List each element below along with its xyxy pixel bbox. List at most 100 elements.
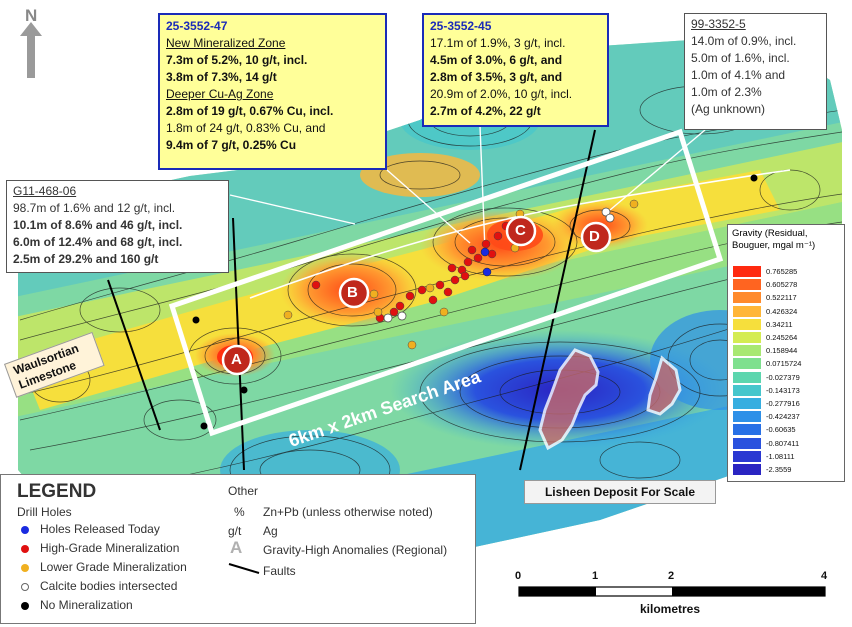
gravity-swatch <box>733 292 761 304</box>
callout-hole-45: 25-3552-45 17.1m of 1.9%, 3 g/t, incl. 4… <box>422 13 609 127</box>
white-dot-icon <box>21 582 29 591</box>
gravity-value: 0.245264 <box>766 333 798 342</box>
trend-line <box>249 169 791 299</box>
anomaly-label-b: B <box>347 284 358 301</box>
scale-tick-2: 2 <box>668 570 675 582</box>
legend-item-label: Lower Grade Mineralization <box>40 560 187 574</box>
gravity-legend-row: -0.424237 <box>733 411 843 423</box>
legend-title: LEGEND <box>17 481 97 502</box>
gravity-value: 0.426324 <box>766 306 798 316</box>
gravity-legend-row: -0.027379 <box>733 371 843 383</box>
gravity-value: -0.143173 <box>766 385 800 395</box>
gravity-value: 0.0715724 <box>766 359 802 369</box>
gravity-value: 0.605278 <box>766 280 798 290</box>
gravity-swatch <box>733 398 761 409</box>
legend-pct-label: Zn+Pb (unless otherwise noted) <box>263 505 433 519</box>
callout-99-line5: (Ag unknown) <box>691 102 766 116</box>
gravity-legend-row: -0.60635 <box>733 424 843 436</box>
callout-47-zone2: Deeper Cu-Ag Zone <box>166 87 274 101</box>
gravity-swatch <box>733 384 761 396</box>
gravity-value: 0.34211 <box>766 319 793 329</box>
callout-g11-line4: 2.5m of 29.2% and 160 g/t <box>13 252 159 266</box>
legend-item-calcite: Calcite bodies intersected <box>21 579 177 593</box>
callout-hole-g11: G11-468-06 98.7m of 1.6% and 12 g/t, inc… <box>6 180 229 273</box>
callout-47-title: 25-3552-47 <box>166 19 228 33</box>
north-label: N <box>25 6 38 25</box>
gravity-swatch <box>733 371 761 383</box>
gravity-legend-row: -1.08111 <box>733 450 843 462</box>
legend-item-lower-grade: Lower Grade Mineralization <box>21 560 187 574</box>
callout-hole-99: 99-3352-5 14.0m of 0.9%, incl. 5.0m of 1… <box>684 13 827 130</box>
fault-line-icon <box>228 563 260 574</box>
faults <box>107 129 596 471</box>
gravity-legend-row: -0.143173 <box>733 384 843 396</box>
lisheen-label: Lisheen Deposit For Scale <box>524 480 716 504</box>
callout-g11-line1: 98.7m of 1.6% and 12 g/t, incl. <box>13 201 176 215</box>
legend-a-symbol: A <box>230 538 243 557</box>
callout-g11-line2: 10.1m of 8.6% and 46 g/t, incl. <box>13 218 183 232</box>
gravity-value: 0.522117 <box>766 293 797 303</box>
callout-45-line2: 4.5m of 3.0%, 6 g/t, and <box>430 53 563 67</box>
legend-other-title: Other <box>228 484 259 498</box>
gravity-legend-row: 0.245264 <box>733 332 843 343</box>
gravity-value: -0.027379 <box>766 372 800 382</box>
leader-lines <box>229 125 706 251</box>
gravity-swatch <box>733 266 761 277</box>
gravity-value: -1.08111 <box>766 451 795 461</box>
gravity-swatch <box>733 318 761 330</box>
red-dot-icon <box>21 544 29 553</box>
gravity-legend-row: -0.277916 <box>733 398 843 409</box>
gravity-legend-row: 0.426324 <box>733 305 843 317</box>
gravity-legend-row: -2.3559 <box>733 464 843 475</box>
gravity-value: -0.277916 <box>766 399 800 408</box>
callout-47-line1: 7.3m of 5.2%, 10 g/t, incl. <box>166 53 308 67</box>
callout-99-line3: 1.0m of 4.1% and <box>691 68 786 82</box>
callout-99-line4: 1.0m of 2.3% <box>691 85 762 99</box>
lisheen-deposit-outline <box>538 348 682 451</box>
scale-bar <box>518 586 826 597</box>
gravity-legend-row: -0.807411 <box>733 437 843 449</box>
anomaly-markers <box>221 215 612 376</box>
callout-45-line5: 2.7m of 4.2%, 22 g/t <box>430 104 541 118</box>
gravity-value: 0.158944 <box>766 346 798 356</box>
callout-g11-line3: 6.0m of 12.4% and 68 g/t, incl. <box>13 235 183 249</box>
gravity-swatch <box>733 450 761 462</box>
black-dot-icon <box>21 601 29 610</box>
gravity-legend-row: 0.34211 <box>733 318 843 330</box>
gravity-value: -0.60635 <box>766 425 796 435</box>
gravity-value: -0.807411 <box>766 438 800 448</box>
scale-unit: kilometres <box>640 602 701 616</box>
callout-99-line2: 5.0m of 1.6%, incl. <box>691 51 790 65</box>
gravity-swatch <box>733 358 761 370</box>
callout-47-line2: 3.8m of 7.3%, 14 g/t <box>166 70 277 84</box>
gravity-swatch <box>733 332 761 343</box>
legend-item-no-min: No Mineralization <box>21 598 133 612</box>
gravity-legend: Gravity (Residual, Bouguer, mgal m⁻¹) 0.… <box>727 224 845 482</box>
gravity-swatch <box>733 464 761 475</box>
gravity-value: -2.3559 <box>766 465 792 474</box>
legend-gt-symbol: g/t <box>228 524 242 538</box>
legend-gt-label: Ag <box>263 524 278 538</box>
legend-item-label: High-Grade Mineralization <box>40 541 180 555</box>
gravity-legend-row: 0.0715724 <box>733 358 843 370</box>
callout-99-line1: 14.0m of 0.9%, incl. <box>691 34 797 48</box>
gravity-swatch <box>733 345 761 357</box>
gravity-legend-row: 0.522117 <box>733 292 843 304</box>
gravity-legend-title: Gravity (Residual, Bouguer, mgal m⁻¹) <box>732 228 816 251</box>
gravity-legend-row: 0.158944 <box>733 345 843 357</box>
callout-47-zone1: New Mineralized Zone <box>166 36 286 50</box>
gravity-legend-row: 0.765285 <box>733 266 843 277</box>
legend-subtitle: Drill Holes <box>17 505 72 519</box>
legend-fault-label: Faults <box>263 564 296 578</box>
gravity-swatch <box>733 424 761 436</box>
legend-item-label: Calcite bodies intersected <box>40 579 178 593</box>
scale-tick-1: 1 <box>592 570 599 582</box>
gravity-legend-row: 0.605278 <box>733 279 843 291</box>
callout-47-line5: 9.4m of 7 g/t, 0.25% Cu <box>166 138 297 152</box>
callout-45-line1: 17.1m of 1.9%, 3 g/t, incl. <box>430 36 566 50</box>
blue-dot-icon <box>21 525 29 534</box>
callout-45-title: 25-3552-45 <box>430 19 492 33</box>
gravity-swatch <box>733 279 761 291</box>
gravity-swatch <box>733 305 761 317</box>
